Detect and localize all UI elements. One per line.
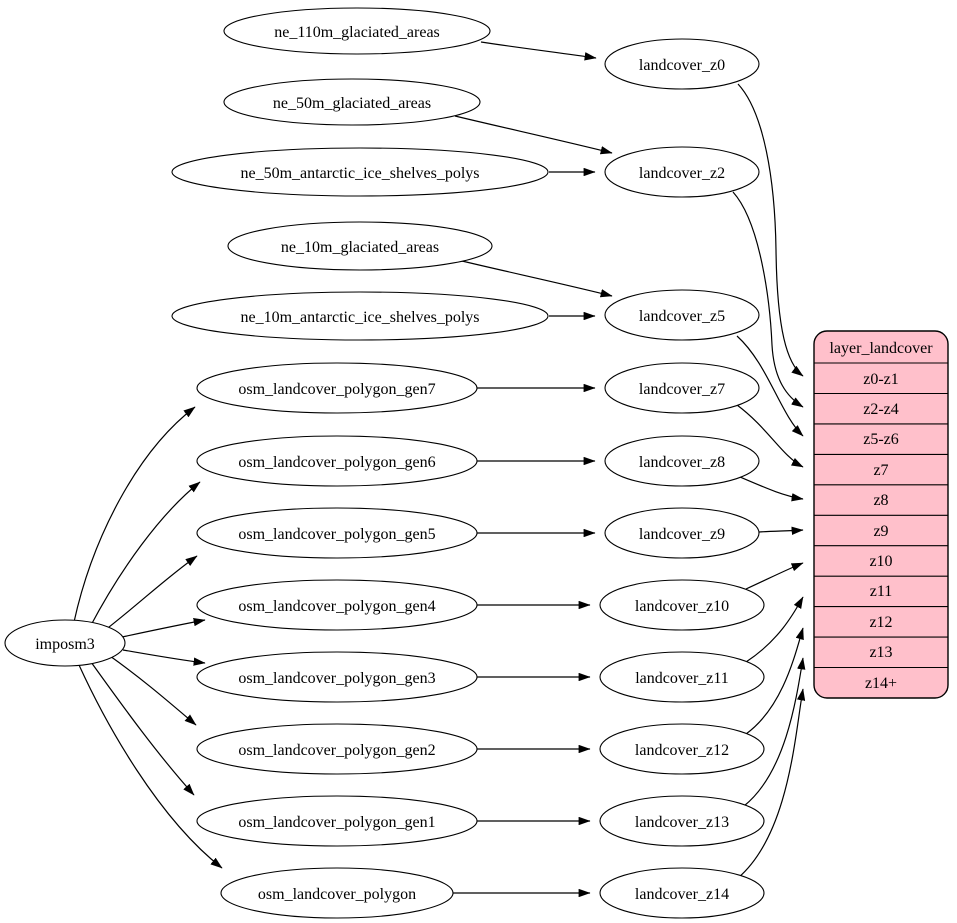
edge-imposm3--osm_landcover_polygon_gen6: [89, 481, 201, 628]
record-row-z13: z13: [869, 644, 892, 661]
edge-imposm3--osm_landcover_polygon_gen2: [109, 655, 197, 726]
node-label: landcover_z10: [635, 598, 729, 615]
edge-landcover_z7--row-z7: [736, 404, 804, 468]
record-row-z11: z11: [870, 583, 893, 600]
node-imposm3-label: imposm3: [35, 636, 95, 653]
node-label: landcover_z11: [635, 670, 729, 687]
node-label: landcover_z0: [639, 57, 725, 74]
edge-landcover_z2--row-z2-z4: [732, 191, 804, 408]
node-label: ne_10m_antarctic_ice_shelves_polys: [240, 309, 479, 326]
node-label: osm_landcover_polygon_gen1: [238, 814, 435, 831]
node-label: ne_50m_glaciated_areas: [273, 95, 431, 112]
edge-landcover_z10--row-z10: [745, 562, 804, 590]
node-landcover_z12: landcover_z12: [599, 723, 765, 775]
record-row-z14plus: z14+: [865, 675, 897, 692]
node-osm_landcover_polygon_gen4: osm_landcover_polygon_gen4: [196, 579, 478, 631]
edge-landcover_z9--row-z9: [758, 526, 804, 536]
node-osm_landcover_polygon_gen6: osm_landcover_polygon_gen6: [196, 435, 478, 487]
edge-ne_50m_glaciated_areas--landcover_z2: [454, 115, 613, 155]
node-ne_10m_glaciated_areas: ne_10m_glaciated_areas: [227, 221, 493, 271]
edge-landcover_z12--row-z12: [745, 627, 804, 735]
node-osm_landcover_polygon_gen5: osm_landcover_polygon_gen5: [196, 507, 478, 559]
edge-imposm3--osm_landcover_polygon_gen3: [122, 649, 206, 666]
record-row-z0-z1: z0-z1: [863, 371, 899, 388]
record-row-z10: z10: [869, 553, 892, 570]
node-landcover_z2: landcover_z2: [604, 146, 760, 198]
node-osm_landcover_polygon_gen1: osm_landcover_polygon_gen1: [196, 795, 478, 847]
edge-layer: [73, 41, 806, 898]
record-row-z8: z8: [873, 492, 888, 509]
node-ne_50m_glaciated_areas: ne_50m_glaciated_areas: [223, 78, 481, 126]
node-layer_landcover: layer_landcover z0-z1 z2-z4 z5-z6 z7 z8 …: [813, 330, 949, 699]
record-row-z2-z4: z2-z4: [863, 401, 899, 418]
edge-ne_110m_glaciated_areas--landcover_z0: [480, 41, 597, 61]
node-label: landcover_z5: [639, 308, 725, 325]
node-osm_landcover_polygon: osm_landcover_polygon: [220, 867, 454, 919]
node-label: landcover_z8: [639, 454, 725, 471]
record-row-z12: z12: [869, 614, 892, 631]
edge-landcover_z8--row-z8: [739, 476, 804, 502]
node-label: osm_landcover_polygon_gen7: [238, 381, 435, 398]
node-label: osm_landcover_polygon_gen6: [238, 454, 435, 471]
edge-landcover_z14--row-z14plus: [737, 688, 806, 879]
node-label: landcover_z7: [639, 381, 725, 398]
node-landcover_z9: landcover_z9: [604, 507, 760, 559]
edge-imposm3--osm_landcover_polygon_gen5: [103, 555, 198, 632]
record-row-z7: z7: [873, 462, 888, 479]
node-label: landcover_z9: [639, 526, 725, 543]
edge-ne_10m_glaciated_areas--landcover_z5: [461, 260, 613, 298]
node-landcover_z13: landcover_z13: [599, 795, 765, 847]
record-title: layer_landcover: [829, 340, 933, 357]
node-landcover_z10: landcover_z10: [599, 579, 765, 631]
node-label: landcover_z14: [635, 886, 729, 903]
node-label: ne_10m_glaciated_areas: [281, 239, 439, 256]
edge-imposm3--osm_landcover_polygon: [78, 664, 223, 869]
node-landcover_z11: landcover_z11: [599, 651, 765, 703]
node-landcover_z14: landcover_z14: [599, 867, 765, 919]
node-label: landcover_z2: [639, 165, 725, 182]
node-osm_landcover_polygon_gen3: osm_landcover_polygon_gen3: [196, 651, 478, 703]
node-osm_landcover_polygon_gen2: osm_landcover_polygon_gen2: [196, 723, 478, 775]
edge-landcover_z11--row-z11: [745, 596, 804, 663]
node-ne_50m_antarctic_ice_shelves_polys: ne_50m_antarctic_ice_shelves_polys: [171, 147, 549, 197]
node-ne_10m_antarctic_ice_shelves_polys: ne_10m_antarctic_ice_shelves_polys: [171, 291, 549, 341]
edge-imposm3--osm_landcover_polygon_gen1: [90, 661, 195, 796]
node-imposm3: imposm3: [4, 619, 126, 667]
node-label: osm_landcover_polygon_gen2: [238, 742, 435, 759]
node-label: osm_landcover_polygon_gen4: [238, 598, 435, 615]
node-osm_landcover_polygon_gen7: osm_landcover_polygon_gen7: [196, 362, 478, 414]
node-landcover_z7: landcover_z7: [604, 362, 760, 414]
edge-imposm3--osm_landcover_polygon_gen7: [73, 406, 196, 623]
node-label: ne_50m_antarctic_ice_shelves_polys: [240, 165, 479, 182]
node-label: osm_landcover_polygon: [258, 886, 416, 903]
node-ne_110m_glaciated_areas: ne_110m_glaciated_areas: [223, 7, 491, 55]
edge-landcover_z5--row-z5-z6: [736, 335, 804, 437]
node-landcover_z0: landcover_z0: [604, 38, 760, 90]
edge-landcover_z0--row-z0-z1: [737, 83, 804, 377]
edge-landcover_z13--row-z13: [743, 657, 806, 807]
node-label: ne_110m_glaciated_areas: [274, 24, 440, 41]
edge-imposm3--osm_landcover_polygon_gen4: [121, 617, 206, 638]
node-label: osm_landcover_polygon_gen3: [238, 670, 435, 687]
node-label: osm_landcover_polygon_gen5: [238, 526, 435, 543]
record-row-z5-z6: z5-z6: [863, 431, 899, 448]
node-landcover_z8: landcover_z8: [604, 435, 760, 487]
node-label: landcover_z13: [635, 814, 729, 831]
node-label: landcover_z12: [635, 742, 729, 759]
record-row-z9: z9: [873, 523, 888, 540]
node-landcover_z5: landcover_z5: [604, 289, 760, 341]
